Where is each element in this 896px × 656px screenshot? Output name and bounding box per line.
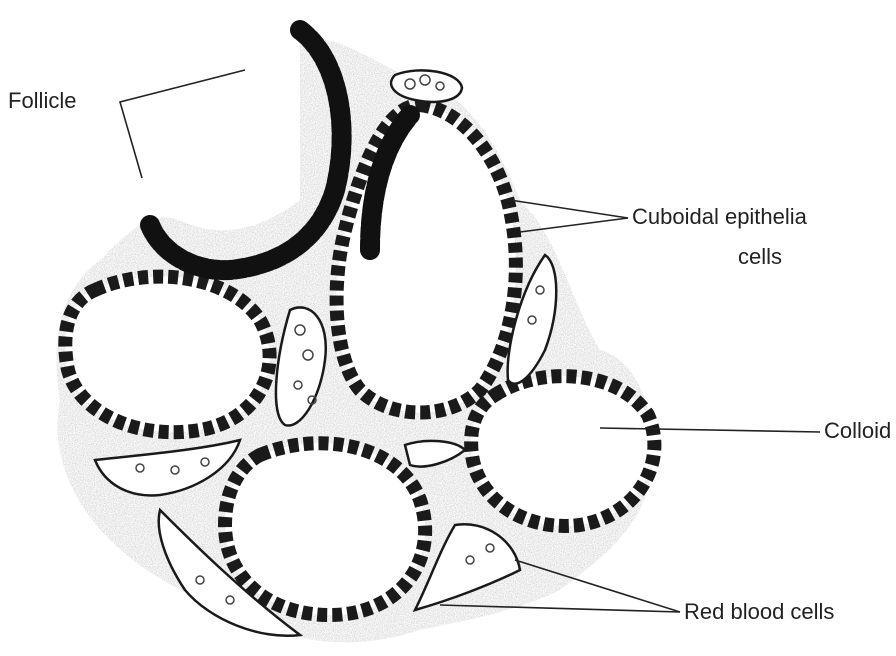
label-red-blood-cells: Red blood cells [684,601,834,623]
follicle-right [471,376,654,526]
follicle-bottom [225,443,425,615]
follicle-left [65,277,269,433]
label-cuboidal-line2: cells [738,246,782,268]
follicle-bracket-line [120,70,245,178]
label-colloid: Colloid [824,420,891,442]
label-cuboidal-line1: Cuboidal epithelia [632,206,807,228]
label-follicle: Follicle [8,90,76,112]
